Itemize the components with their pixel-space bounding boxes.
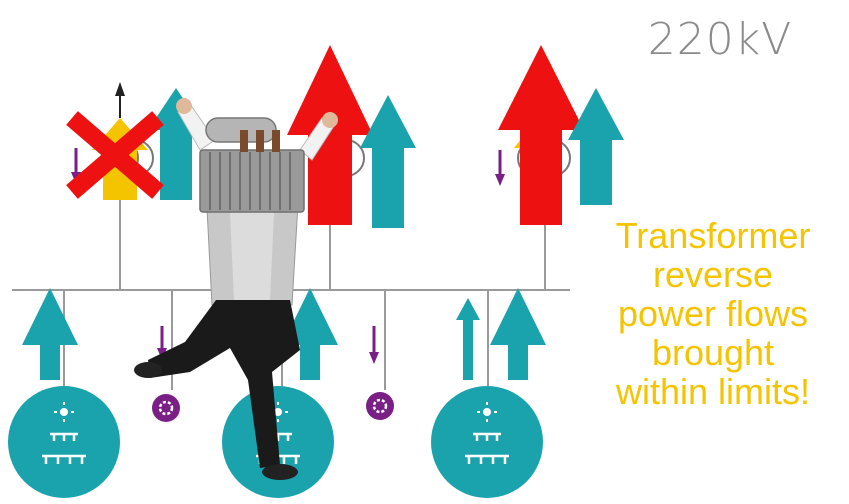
- up-arrow-icon: [115, 82, 125, 96]
- caption-line: Transformer: [615, 215, 811, 256]
- solar-farm-icon: [8, 386, 120, 498]
- voltage-label: 220kV: [647, 14, 793, 65]
- up-arrow-icon: [360, 95, 416, 228]
- down-arrow-icon: [495, 174, 505, 186]
- cross-out-icon: [66, 111, 164, 199]
- up-arrow-icon: [498, 45, 584, 225]
- jumping-person-figure: [134, 98, 338, 480]
- down-arrow-icon: [369, 352, 379, 364]
- up-arrow-icon: [490, 288, 546, 380]
- load-gear-icon: [366, 392, 394, 420]
- up-arrow-icon: [456, 298, 480, 380]
- up-arrow-icon: [22, 288, 78, 380]
- caption-line: reverse: [652, 254, 774, 295]
- up-arrow-icon: [568, 88, 624, 205]
- load-gear-icon: [152, 394, 180, 422]
- caption-line: within limits!: [615, 371, 811, 412]
- solar-farm-icon: [431, 386, 543, 498]
- transformer-icon: [199, 117, 305, 213]
- up-arrow-icon: [282, 288, 338, 380]
- caption-text: Transformer reverse power flows brought …: [580, 216, 846, 411]
- caption-line: power flows: [617, 293, 809, 334]
- caption-line: brought: [651, 332, 775, 373]
- up-arrow-icon: [287, 45, 373, 225]
